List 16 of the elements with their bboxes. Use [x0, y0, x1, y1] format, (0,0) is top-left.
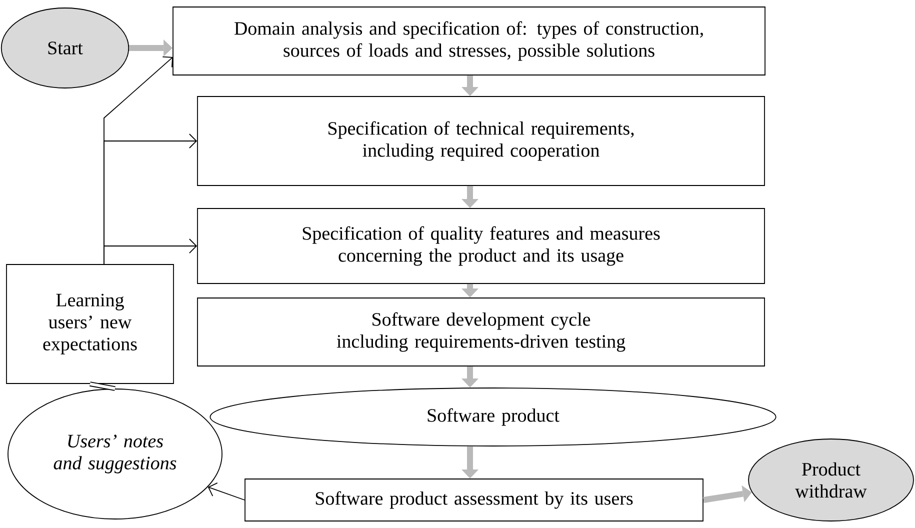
arrow — [208, 482, 245, 500]
arrow — [104, 238, 198, 264]
process-box: Specification of technical requirements, including required cooperation — [197, 96, 765, 186]
process-box: Software development cycle including requirements-driven testing — [197, 298, 765, 366]
block-arrow — [462, 366, 478, 388]
connector-line — [90, 382, 116, 391]
process-box: Domain analysis and specification of: types of construction, sources of loads and stresses, possible solutions — [172, 6, 766, 76]
block-arrow — [462, 186, 478, 208]
process-box: Learning users’ new expectations — [6, 264, 174, 384]
block-arrow — [462, 75, 478, 96]
block-arrow — [462, 284, 478, 298]
process-box: Specification of quality features and measures concerning the product and its usage — [197, 208, 765, 284]
block-arrow — [462, 446, 478, 479]
block-arrow — [129, 40, 173, 56]
process-box: Software product assessment by its users — [244, 478, 704, 522]
block-arrow — [703, 485, 752, 503]
